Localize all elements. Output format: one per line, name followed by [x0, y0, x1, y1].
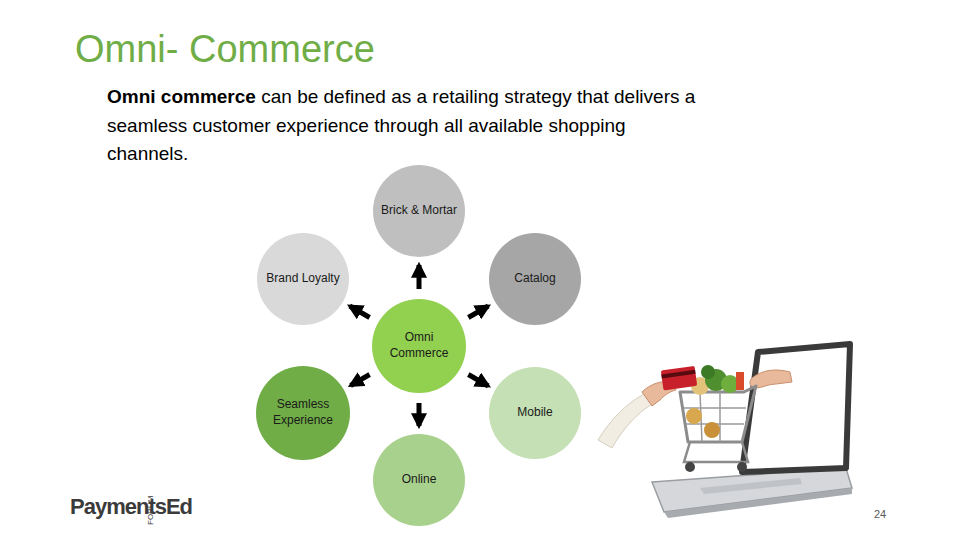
node-label: Seamless Experience — [264, 397, 342, 428]
cart-basket — [680, 386, 756, 442]
cart-wheel — [685, 462, 695, 472]
logo-subtext: FORUM — [146, 496, 155, 525]
block-arrow — [416, 265, 421, 289]
laptop-keys — [700, 478, 802, 494]
block-arrow — [351, 374, 370, 385]
channel-circle: Online — [373, 434, 465, 526]
node-label: Brand Loyalty — [266, 271, 339, 287]
cart-frame — [684, 442, 748, 462]
node-label: Online — [402, 472, 437, 488]
block-arrow — [416, 403, 421, 426]
logo-text: PaymentsEd — [70, 494, 192, 520]
channel-circle: Catalog — [489, 233, 581, 325]
block-arrow — [468, 306, 488, 317]
node-label: Brick & Mortar — [381, 203, 457, 219]
block-arrow — [468, 374, 488, 385]
grocery — [701, 365, 715, 379]
channel-circle: Seamless Experience — [256, 366, 350, 460]
defined-term: Omni commerce — [107, 86, 256, 107]
grocery — [736, 372, 744, 390]
laptop-edge — [664, 488, 852, 518]
channel-circle: Brand Loyalty — [257, 233, 349, 325]
grocery — [686, 408, 702, 424]
channel-circle: Mobile — [489, 367, 581, 459]
credit-card — [661, 366, 697, 391]
sleeve — [598, 394, 652, 448]
block-arrow — [350, 306, 370, 317]
grocery — [704, 422, 720, 438]
node-label: Catalog — [514, 271, 555, 287]
cart-wheel — [737, 462, 747, 472]
node-label: Omni Commerce — [380, 330, 458, 361]
channel-circle: Brick & Mortar — [373, 165, 465, 257]
slide-title: Omni- Commerce — [75, 28, 375, 71]
node-label: Mobile — [517, 405, 552, 421]
laptop-screen — [742, 344, 850, 472]
definition-paragraph: Omni commercecan be defined as a retaili… — [107, 83, 697, 169]
page-number: 24 — [874, 508, 886, 520]
hub-circle: Omni Commerce — [372, 299, 466, 393]
